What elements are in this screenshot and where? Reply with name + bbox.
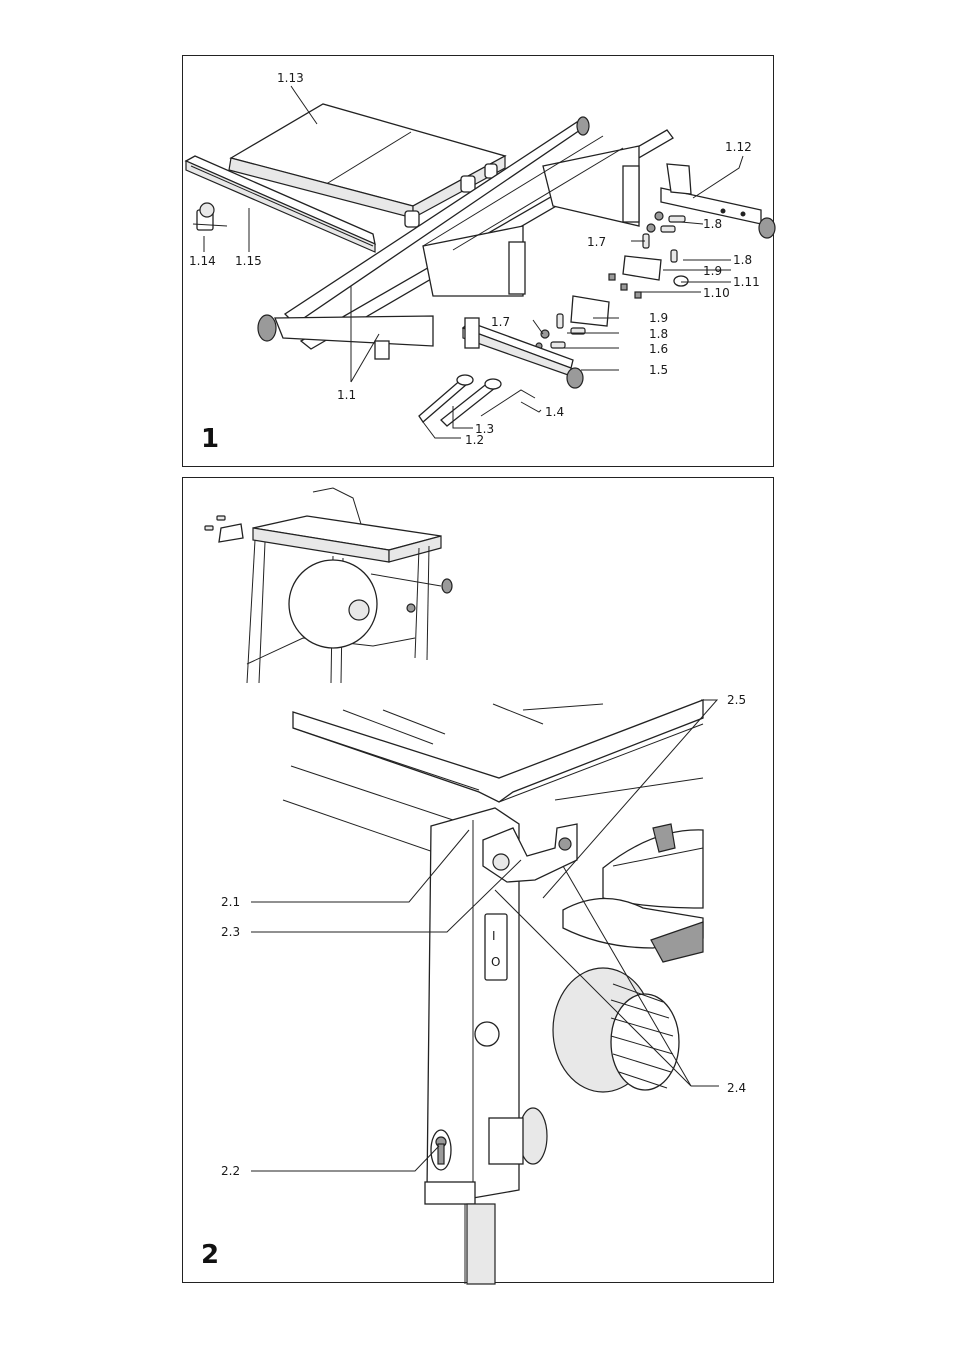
label-1-12: 1.12 bbox=[725, 140, 752, 154]
figure-1-panel: 1.13 1.12 1.8 1.7 1.8 1.9 1.11 1.10 1.14… bbox=[182, 55, 776, 467]
figure-2-drawing: I O bbox=[204, 487, 746, 1285]
switch-off-glyph: O bbox=[491, 955, 500, 969]
clamp-1-14 bbox=[192, 202, 228, 231]
label-1-8a: 1.8 bbox=[703, 217, 722, 231]
label-1-3: 1.3 bbox=[475, 422, 494, 436]
figure-1-drawing: 1.13 1.12 1.8 1.7 1.8 1.9 1.11 1.10 1.14… bbox=[184, 71, 776, 447]
label-1-6: 1.6 bbox=[649, 342, 668, 356]
label-2-3: 2.3 bbox=[221, 925, 240, 939]
label-2-4: 2.4 bbox=[727, 1081, 746, 1095]
guide-rail-1-15 bbox=[184, 155, 376, 253]
label-1-8c: 1.8 bbox=[649, 327, 668, 341]
detail-leg: I O bbox=[424, 807, 548, 1285]
label-2-5: 2.5 bbox=[727, 693, 746, 707]
label-2-1: 2.1 bbox=[221, 895, 240, 909]
label-1-9b: 1.9 bbox=[649, 311, 668, 325]
label-1-8b: 1.8 bbox=[733, 253, 752, 267]
figure-2-number: 2 bbox=[201, 1240, 220, 1270]
label-1-4: 1.4 bbox=[545, 405, 564, 419]
switch-on-glyph: I bbox=[492, 929, 496, 943]
callout-labels-fig2: 2.5 2.1 2.3 2.4 2.2 bbox=[221, 693, 746, 1178]
label-1-7b: 1.7 bbox=[491, 315, 510, 329]
hardware-lower bbox=[461, 295, 610, 389]
label-1-1: 1.1 bbox=[337, 388, 356, 402]
adjustment-knob bbox=[552, 967, 680, 1093]
label-1-5: 1.5 bbox=[649, 363, 668, 377]
leader-lines-fig1 bbox=[203, 85, 744, 439]
figure-2-panel: I O bbox=[182, 477, 774, 1285]
label-1-14: 1.14 bbox=[189, 254, 216, 268]
label-2-2: 2.2 bbox=[221, 1164, 240, 1178]
label-1-9a: 1.9 bbox=[703, 264, 722, 278]
callout-labels-fig1: 1.13 1.12 1.8 1.7 1.8 1.9 1.11 1.10 1.14… bbox=[189, 71, 760, 447]
overview-saw-thumbnail bbox=[204, 487, 453, 684]
switch bbox=[484, 913, 508, 981]
label-1-7a: 1.7 bbox=[587, 235, 606, 249]
detail-table-corner bbox=[282, 699, 704, 857]
detail-bracket bbox=[482, 823, 578, 883]
bracket-1-12 bbox=[660, 163, 776, 239]
leader-lines-fig2 bbox=[251, 699, 719, 1172]
label-1-10: 1.10 bbox=[703, 286, 730, 300]
label-1-13: 1.13 bbox=[277, 71, 304, 85]
figure-1-number: 1 bbox=[201, 424, 220, 454]
detail-motor-housing bbox=[554, 777, 704, 963]
support-tubes-1-1 bbox=[257, 116, 674, 360]
label-1-2: 1.2 bbox=[465, 433, 484, 447]
label-1-15: 1.15 bbox=[235, 254, 262, 268]
hardware-upper bbox=[608, 211, 689, 299]
tools bbox=[418, 374, 536, 427]
table-extension-1-13 bbox=[228, 103, 507, 228]
label-1-11: 1.11 bbox=[733, 275, 760, 289]
